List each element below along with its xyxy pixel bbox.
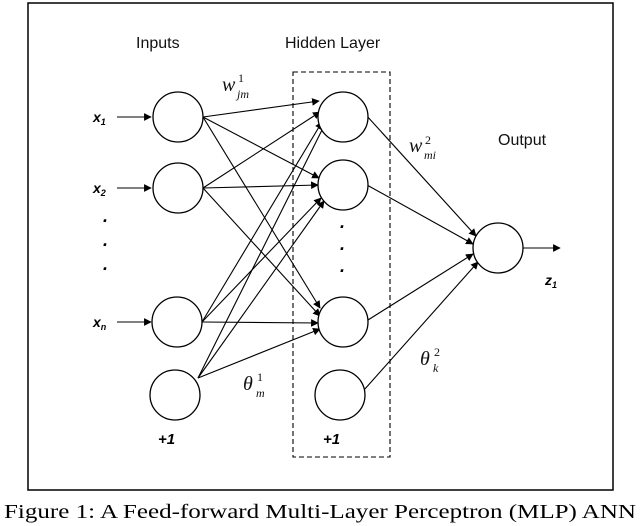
input-node-xn <box>151 296 203 348</box>
edge-x2-h2 <box>202 181 319 190</box>
input-ellipsis-dot-1: . <box>103 206 108 226</box>
edge-x1-h1 <box>202 98 320 118</box>
input-label-x1: x1 <box>92 109 106 127</box>
input-to-hidden-edges <box>197 98 326 379</box>
svg-text:k: k <box>433 361 439 375</box>
figure-caption: Figure 1: A Feed-forward Multi-Layer Per… <box>4 502 636 523</box>
svg-text:1: 1 <box>238 71 244 85</box>
svg-text:m: m <box>256 386 265 400</box>
input-bias-label: +1 <box>158 431 175 448</box>
input-label-x2: x2 <box>92 180 106 198</box>
edge-x1-h2 <box>202 116 320 179</box>
hidden-node-3 <box>317 296 369 348</box>
svg-text:θ: θ <box>420 348 430 370</box>
input-label-xn: xn <box>92 314 107 332</box>
svg-text:w: w <box>222 74 236 96</box>
edge-b1-h2 <box>197 200 325 379</box>
edge-h3-out <box>367 253 474 321</box>
figure-frame <box>27 2 614 491</box>
edge-xn-h2 <box>201 197 322 323</box>
edge-b1-h1 <box>197 123 326 379</box>
weight-label-theta-k: θ 2 k <box>420 345 440 375</box>
svg-text:θ: θ <box>243 373 253 395</box>
svg-text:2: 2 <box>434 345 440 359</box>
weight-label-theta-m: θ 1 m <box>243 370 265 400</box>
output-title: Output <box>498 132 547 149</box>
edge-b2-out <box>363 261 479 391</box>
hidden-ellipsis-dot-2: . <box>340 234 345 254</box>
edge-h2-out <box>366 184 474 245</box>
svg-text:1: 1 <box>257 370 263 384</box>
input-node-x1 <box>152 91 204 143</box>
hidden-node-1 <box>317 91 369 143</box>
svg-text:2: 2 <box>425 133 431 147</box>
weight-label-w-jm: w 1 jm <box>222 71 249 101</box>
hidden-layer-title: Hidden Layer <box>285 35 381 52</box>
edge-x2-h1 <box>202 111 321 189</box>
input-node-x2 <box>152 162 204 214</box>
input-ellipsis: . . . <box>103 206 108 274</box>
hidden-bias-label: +1 <box>323 431 340 448</box>
svg-text:w: w <box>409 135 423 157</box>
hidden-node-2 <box>317 159 369 211</box>
weight-label-w-mi: w 2 mi <box>409 133 436 162</box>
input-ellipsis-dot-3: . <box>103 254 108 274</box>
hidden-to-output-edges <box>363 114 479 391</box>
svg-text:mi: mi <box>424 148 436 162</box>
edge-xn-h3 <box>201 319 319 327</box>
edge-xn-h1 <box>201 121 323 323</box>
input-bias-node <box>149 369 201 421</box>
hidden-ellipsis: . . . <box>340 212 345 276</box>
hidden-bias-node <box>314 369 366 421</box>
inputs-title: Inputs <box>136 35 180 52</box>
hidden-ellipsis-dot-1: . <box>340 212 345 232</box>
svg-text:jm: jm <box>235 87 249 101</box>
hidden-ellipsis-dot-3: . <box>340 256 345 276</box>
output-label-z1: z1 <box>544 272 557 290</box>
input-ellipsis-dot-2: . <box>103 230 108 250</box>
edge-x1-h3 <box>202 116 321 309</box>
edge-b1-h3 <box>197 328 321 379</box>
edge-h1-out <box>365 114 477 237</box>
output-node <box>472 222 524 274</box>
